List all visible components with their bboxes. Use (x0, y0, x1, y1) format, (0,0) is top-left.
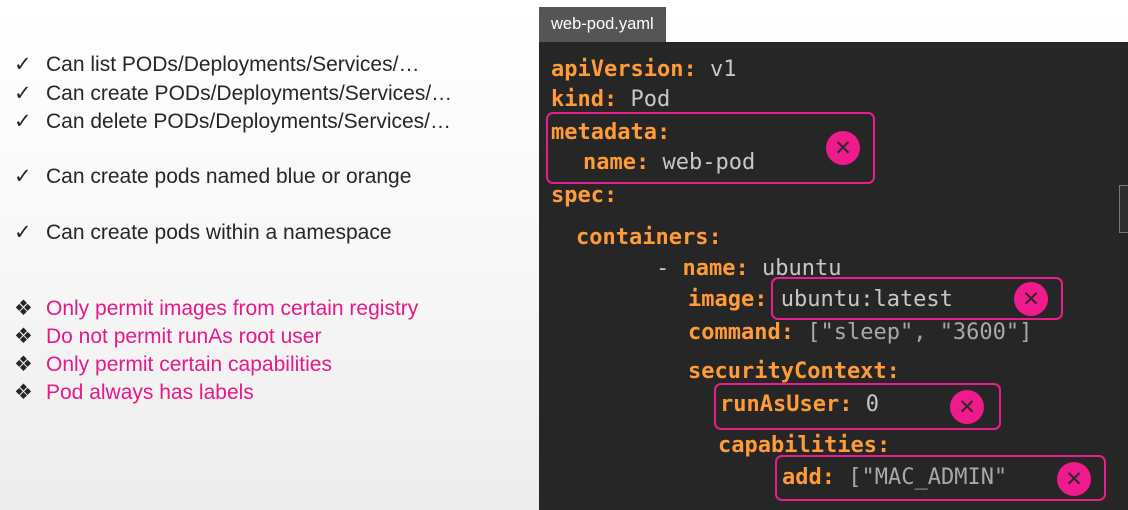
file-tab[interactable]: web-pod.yaml (539, 7, 666, 42)
diamond-bullet-icon: ❖ (14, 325, 33, 348)
yaml-key: apiVersion: (551, 57, 697, 82)
yaml-key: kind: (551, 87, 618, 112)
yaml-line-containers: containers: (576, 224, 722, 252)
metadata-highlight-box (546, 112, 875, 184)
yaml-dash: - (656, 256, 670, 281)
yaml-line-command: command: ["sleep", "3600"] (688, 319, 1032, 347)
policy-item: ❖ Only permit images from certain registr… (14, 296, 418, 322)
yaml-key: name: (583, 150, 650, 175)
permission-item: ✓ Can delete PODs/Deployments/Services/… (14, 109, 451, 135)
policy-text: Pod always has labels (46, 381, 254, 404)
check-icon: ✓ (14, 165, 32, 188)
yaml-line-apiversion: apiVersion: v1 (551, 56, 736, 84)
capabilities-highlight-box (775, 455, 1106, 501)
policy-text: Do not permit runAs root user (46, 325, 322, 348)
check-icon: ✓ (14, 53, 32, 76)
yaml-key: containers: (576, 225, 722, 250)
yaml-key: name: (682, 256, 749, 281)
runasuser-highlight-box (714, 383, 1001, 430)
permission-text: Can create pods named blue or orange (46, 165, 412, 188)
permission-item: ✓ Can create pods named blue or orange (14, 164, 411, 190)
image-close-icon: ✕ (1014, 282, 1048, 316)
yaml-value: ubuntu:latest (780, 287, 953, 312)
yaml-bracket: ] (1019, 320, 1033, 345)
yaml-key: image: (688, 287, 768, 312)
yaml-key: securityContext: (688, 359, 900, 384)
yaml-line-add: add: ["MAC_ADMIN" (782, 464, 1007, 492)
check-icon: ✓ (14, 221, 32, 244)
permission-text: Can list PODs/Deployments/Services/… (46, 53, 420, 76)
policy-text: Only permit images from certain registry (46, 297, 419, 320)
diamond-bullet-icon: ❖ (14, 381, 33, 404)
permission-text: Can delete PODs/Deployments/Services/… (46, 110, 451, 133)
yaml-value: v1 (709, 57, 737, 82)
yaml-line-spec: spec: (551, 182, 617, 210)
yaml-editor[interactable] (539, 42, 1128, 510)
yaml-value: web-pod (662, 150, 756, 175)
policy-text: Only permit certain capabilities (46, 353, 332, 376)
yaml-line-container-name: - name: ubuntu (656, 255, 841, 283)
yaml-string: "sleep" (820, 320, 914, 345)
yaml-key: metadata: (551, 120, 671, 145)
capabilities-close-icon: ✕ (1057, 462, 1091, 496)
yaml-line-image: image: ubuntu:latest (688, 286, 953, 314)
yaml-value: ubuntu (761, 256, 842, 281)
yaml-comma: , (913, 320, 927, 345)
permission-item: ✓ Can create PODs/Deployments/Services/… (14, 81, 452, 107)
yaml-bracket: [ (848, 465, 862, 490)
policy-item: ❖ Only permit certain capabilities (14, 352, 332, 378)
yaml-value: 0 (865, 392, 879, 417)
yaml-line-kind: kind: Pod (551, 86, 670, 114)
runasuser-close-icon: ✕ (950, 390, 984, 424)
image-highlight-box (771, 277, 1063, 320)
policy-item: ❖ Do not permit runAs root user (14, 324, 321, 350)
yaml-string: "MAC_ADMIN" (861, 465, 1008, 490)
permission-text: Can create PODs/Deployments/Services/… (46, 82, 453, 105)
yaml-value: Pod (630, 87, 671, 112)
yaml-line-capabilities: capabilities: (718, 432, 890, 460)
yaml-line-meta-name: name: web-pod (583, 149, 755, 177)
policy-item: ❖ Pod always has labels (14, 380, 254, 406)
permission-text: Can create pods within a namespace (46, 221, 392, 244)
yaml-key: capabilities: (718, 433, 891, 458)
permission-item: ✓ Can create pods within a namespace (14, 220, 392, 246)
yaml-line-metadata: metadata: (551, 119, 670, 147)
yaml-key: spec: (551, 183, 618, 208)
yaml-line-securitycontext: securityContext: (688, 358, 900, 386)
yaml-key: runAsUser: (720, 392, 853, 417)
yaml-line-runasuser: runAsUser: 0 (720, 391, 879, 419)
yaml-key: command: (688, 320, 794, 345)
yaml-string: "3600" (939, 320, 1020, 345)
diamond-bullet-icon: ❖ (14, 297, 33, 320)
yaml-key: add: (782, 465, 835, 490)
permission-item: ✓ Can list PODs/Deployments/Services/… (14, 52, 419, 78)
bullet-panel: ✓ Can list PODs/Deployments/Services/… ✓ C… (0, 0, 530, 510)
metadata-close-icon: ✕ (826, 131, 860, 165)
check-icon: ✓ (14, 82, 32, 105)
yaml-bracket: [ (807, 320, 821, 345)
scrollbar[interactable] (1119, 185, 1128, 233)
check-icon: ✓ (14, 110, 32, 133)
diamond-bullet-icon: ❖ (14, 353, 33, 376)
